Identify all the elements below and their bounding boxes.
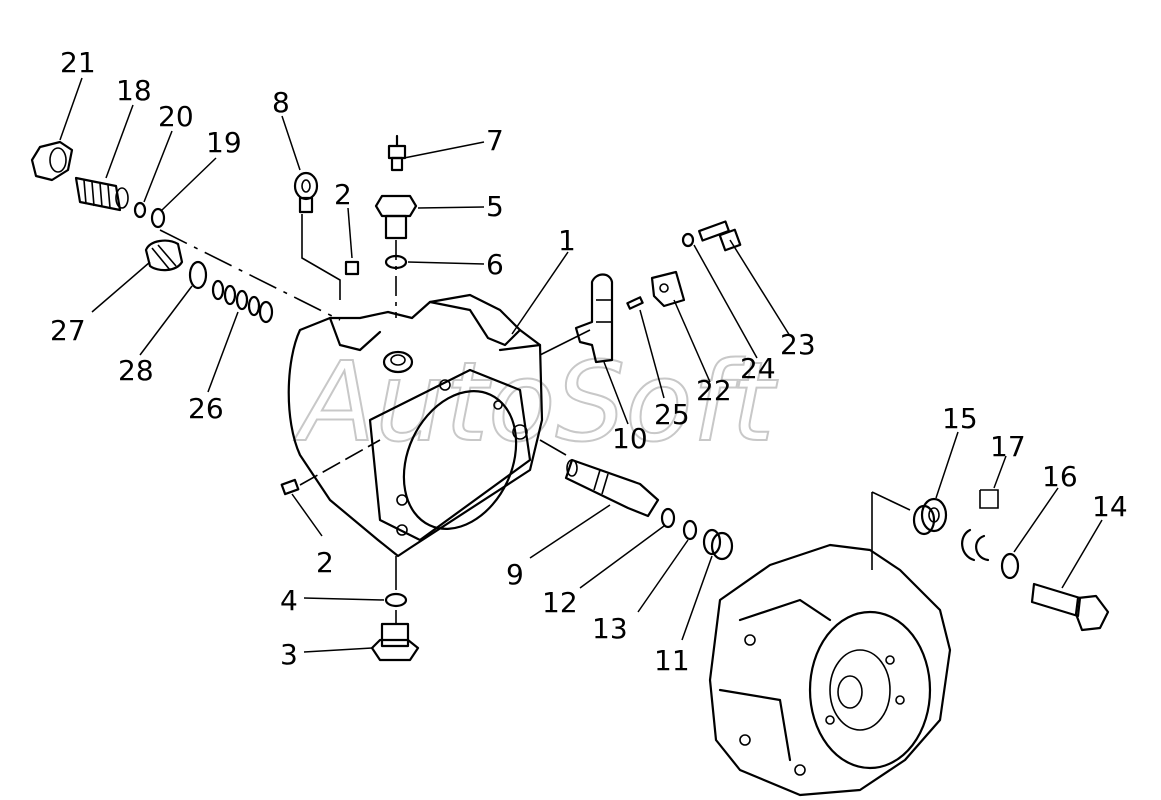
part-1-housing <box>287 293 544 558</box>
part-9-piston <box>564 458 660 518</box>
callout-26: 26 <box>188 392 224 425</box>
part-18-plug <box>74 176 129 212</box>
callout-21: 21 <box>60 46 96 79</box>
part-12-ring <box>660 507 676 529</box>
callout-10: 10 <box>612 422 648 455</box>
callout-11: 11 <box>654 644 690 677</box>
callout-7: 7 <box>486 124 504 157</box>
part-22-block <box>650 270 686 308</box>
callout-22: 22 <box>696 374 732 407</box>
callout-16: 16 <box>1042 460 1078 493</box>
part-25-pin <box>626 296 644 310</box>
callout-15: 15 <box>942 402 978 435</box>
centre-lines <box>159 214 999 624</box>
part-2-plug-upper <box>344 260 360 276</box>
part-11-sleeve <box>702 528 734 561</box>
callout-28: 28 <box>118 354 154 387</box>
part-24-washer <box>681 232 695 248</box>
callout-5: 5 <box>486 190 504 223</box>
callout-3: 3 <box>280 638 298 671</box>
callout-24: 24 <box>740 352 776 385</box>
part-19-oring <box>150 207 166 229</box>
callout-23: 23 <box>780 328 816 361</box>
callout-1: 1 <box>558 224 576 257</box>
part-8-eye-bolt <box>293 171 319 214</box>
part-13-ring <box>682 519 698 541</box>
part-20-ring <box>133 201 147 219</box>
callout-9: 9 <box>506 558 524 591</box>
callout-25: 25 <box>654 398 690 431</box>
callout-6: 6 <box>486 248 504 281</box>
part-7-fitting <box>387 134 407 172</box>
callout-17: 17 <box>990 430 1026 463</box>
part-17-clip <box>961 528 990 562</box>
part-15-bushing <box>912 497 948 536</box>
leader-lines <box>59 77 1103 653</box>
callout-19: 19 <box>206 126 242 159</box>
callout-13: 13 <box>592 612 628 645</box>
part-23-bolt <box>698 220 742 252</box>
part-2-plug-lower <box>280 478 300 496</box>
callout-12: 12 <box>542 586 578 619</box>
part-28-oring <box>188 260 208 290</box>
part-16-washer <box>1000 552 1020 580</box>
callout-2-lower: 2 <box>316 546 334 579</box>
part-27-plug <box>144 239 184 272</box>
pump-body <box>708 543 952 797</box>
part-21-nut <box>30 140 74 182</box>
callout-8: 8 <box>272 86 290 119</box>
callout-14: 14 <box>1092 490 1128 523</box>
callout-4: 4 <box>280 584 298 617</box>
callout-20: 20 <box>158 100 194 133</box>
callout-18: 18 <box>116 74 152 107</box>
part-4-oring <box>384 592 408 608</box>
part-3-plug <box>370 622 420 662</box>
part-26-spring <box>211 279 274 324</box>
callout-27: 27 <box>50 314 86 347</box>
part-10-bracket <box>574 273 614 364</box>
callout-2-upper: 2 <box>334 178 352 211</box>
part-14-bolt <box>1030 582 1110 632</box>
part-5-plug <box>374 194 418 240</box>
